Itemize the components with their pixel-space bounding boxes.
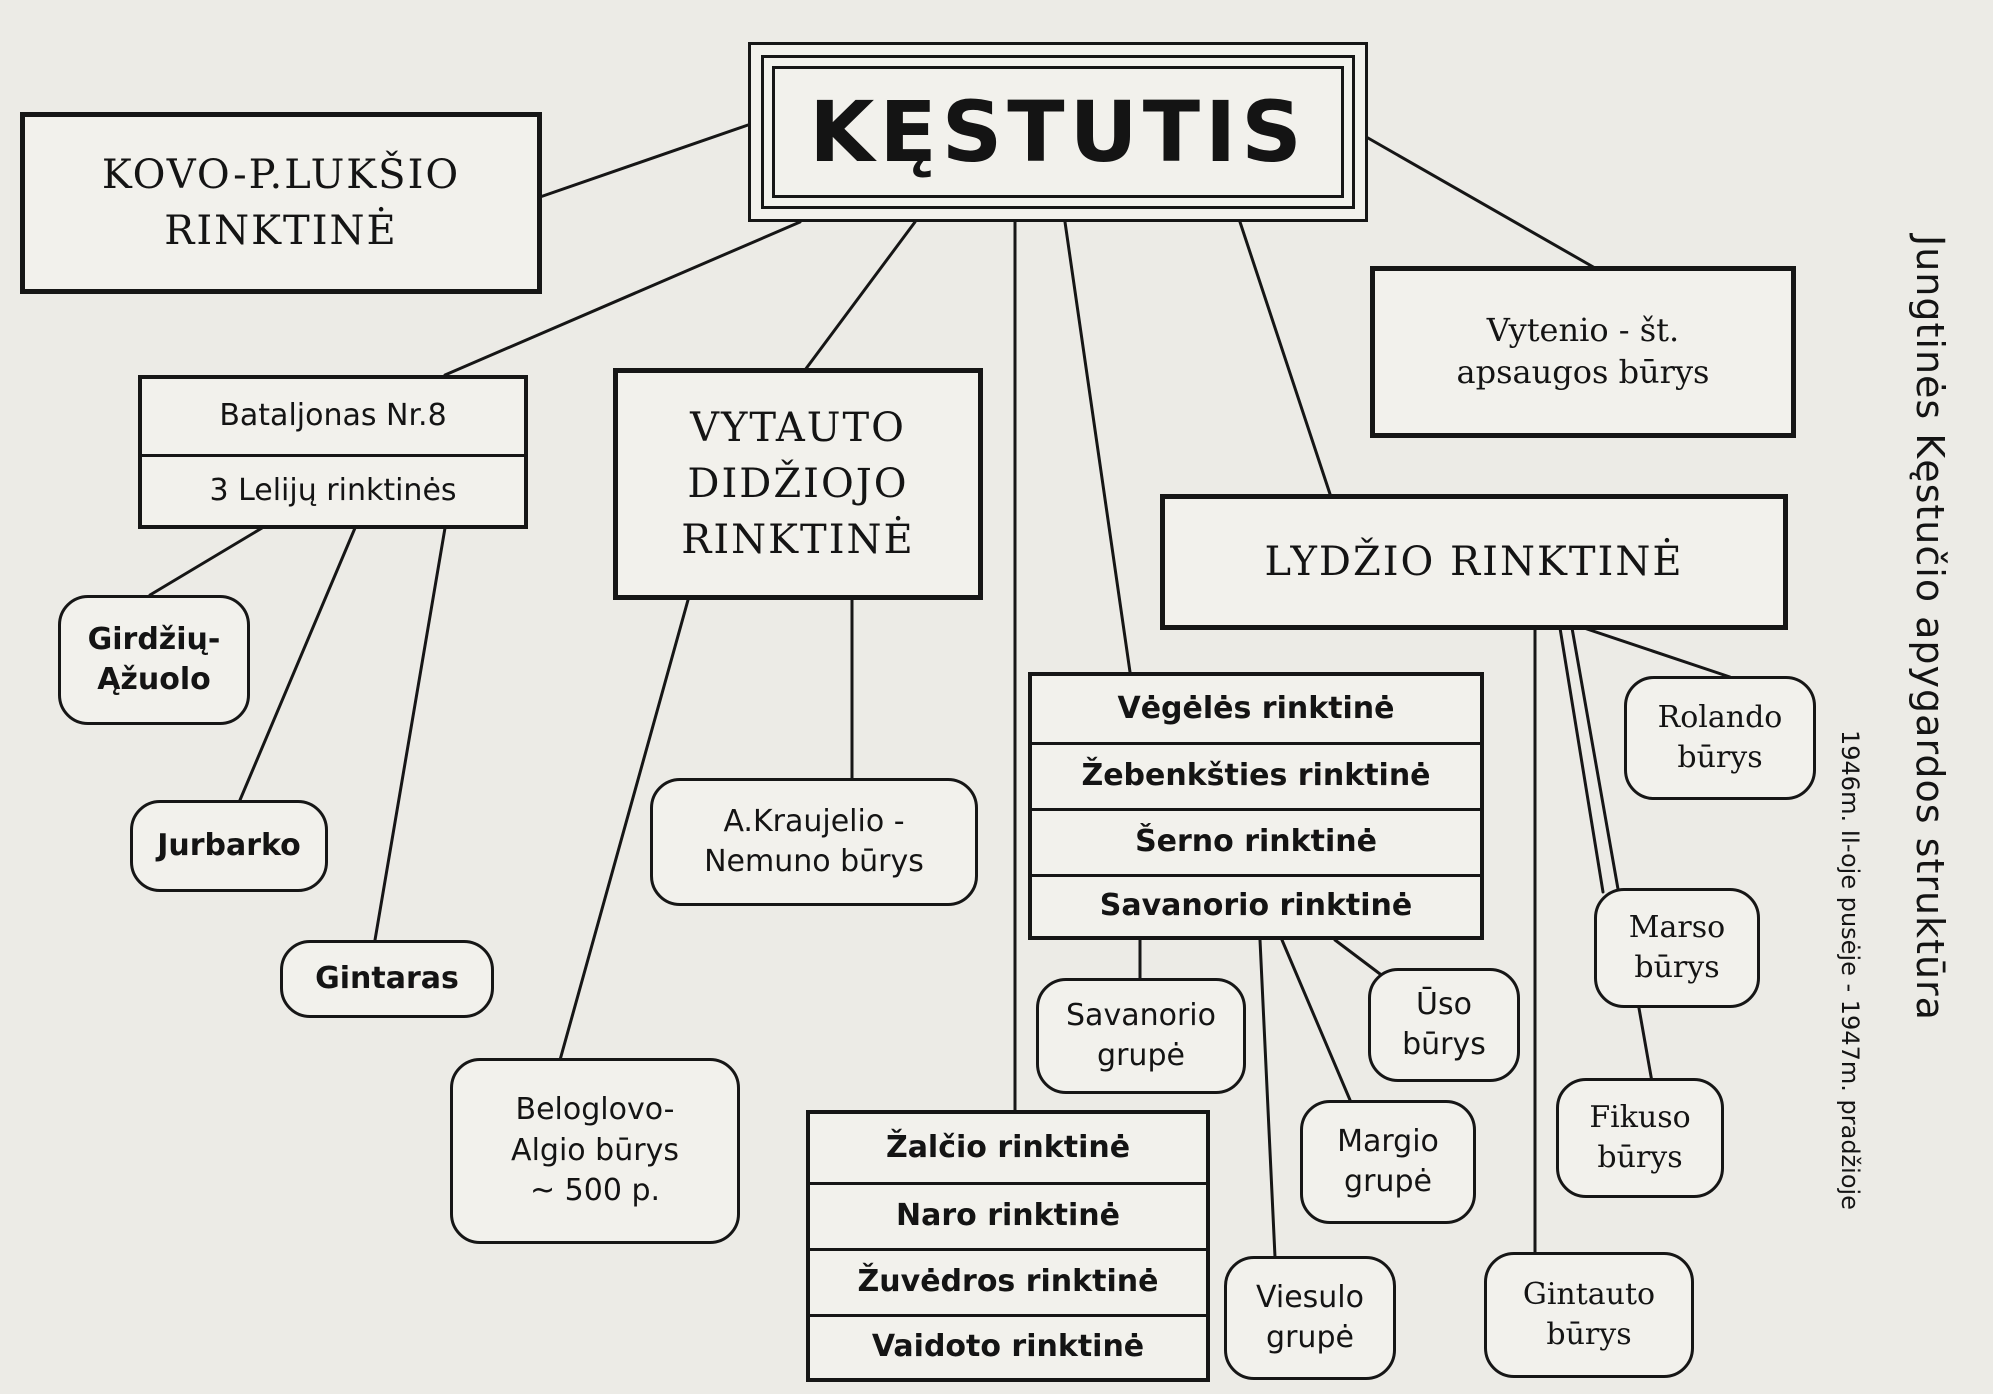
lydzio-line-1: LYDŽIO RINKTINĖ [1264, 539, 1684, 585]
savgrupe-line-2: grupė [1097, 1038, 1185, 1073]
savgrupe-line-1: Savanorio [1066, 997, 1216, 1033]
vegeles-label: Vėgėlės rinktinė [1117, 690, 1395, 726]
vegeles-group-box: Vėgėlės rinktinė Žebenkšties rinktinė Še… [1028, 672, 1484, 940]
rolando-line-1: Rolando [1657, 699, 1783, 735]
belogl-line-1: Beloglovo- [515, 1092, 675, 1128]
vytauto-line-1: VYTAUTO [690, 405, 906, 451]
savanorio-grupe-box: Savanorio grupė [1036, 978, 1246, 1094]
bataljonas-row: Bataljonas Nr.8 [142, 379, 524, 454]
kraujelio-line-2: Nemuno būrys [704, 844, 924, 879]
zebenkesties-row: Žebenkšties rinktinė [1032, 742, 1480, 808]
vytauto-line-2: DIDŽIOJO [687, 461, 909, 507]
zalcio-row: Žalčio rinktinė [810, 1114, 1206, 1182]
viesulo-line-2: grupė [1266, 1320, 1354, 1355]
kovo-pluksio-box: KOVO-P.LUKŠIO RINKTINĖ [20, 112, 542, 294]
marso-line-2: būrys [1634, 950, 1720, 985]
jurbarko-label: Jurbarko [157, 827, 301, 863]
naro-label: Naro rinktinė [896, 1198, 1120, 1234]
diagram-title: KĘSTUTIS [809, 83, 1307, 181]
gintaras-box: Gintaras [280, 940, 494, 1018]
viesulo-grupe-box: Viesulo grupė [1224, 1256, 1396, 1380]
vytauto-didziojo-box: VYTAUTO DIDŽIOJO RINKTINĖ [613, 368, 983, 600]
uso-line-1: Ūso [1416, 986, 1472, 1022]
serno-label: Šerno rinktinė [1135, 824, 1377, 860]
vegeles-row: Vėgėlės rinktinė [1032, 676, 1480, 742]
zalcio-label: Žalčio rinktinė [885, 1129, 1131, 1165]
gintaras-label: Gintaras [315, 960, 459, 996]
marso-line-1: Marso [1628, 909, 1726, 945]
viesulo-line-1: Viesulo [1256, 1279, 1364, 1315]
zuvedros-label: Žuvėdros rinktinė [857, 1264, 1159, 1300]
girdziu-azuolo-box: Girdžių- Ąžuolo [58, 595, 250, 725]
zebenkesties-label: Žebenkšties rinktinė [1081, 758, 1431, 794]
title-frame-core: KĘSTUTIS [772, 66, 1344, 198]
fikuso-line-1: Fikuso [1589, 1099, 1691, 1135]
side-period: 1946m. II-oje pusėje - 1947m. pradžioje [1836, 730, 1864, 1210]
kovo-line-2: RINKTINĖ [164, 208, 398, 254]
vaidoto-label: Vaidoto rinktinė [871, 1329, 1145, 1365]
vytenio-line-1: Vytenio - št. [1486, 311, 1680, 350]
gintauto-line-2: būrys [1546, 1317, 1632, 1352]
belogl-line-2: Algio būrys [511, 1132, 679, 1168]
margio-line-1: Margio [1337, 1123, 1439, 1159]
fikuso-burys-box: Fikuso būrys [1556, 1078, 1724, 1198]
girdziu-line-2: Ąžuolo [97, 662, 211, 697]
kraujelio-box: A.Kraujelio - Nemuno būrys [650, 778, 978, 906]
bataljonas-label: Bataljonas Nr.8 [219, 398, 447, 434]
gintauto-line-1: Gintauto [1522, 1276, 1656, 1312]
rolando-burys-box: Rolando būrys [1624, 676, 1816, 800]
title-frame-inner: KĘSTUTIS [761, 55, 1355, 209]
lydzio-box: LYDŽIO RINKTINĖ [1160, 494, 1788, 630]
vytauto-line-3: RINKTINĖ [681, 517, 915, 563]
serno-row: Šerno rinktinė [1032, 808, 1480, 874]
savanorio-rinktine-row: Savanorio rinktinė [1032, 874, 1480, 935]
beloglovo-algio-box: Beloglovo- Algio būrys ~ 500 p. [450, 1058, 740, 1244]
zalcio-group-box: Žalčio rinktinė Naro rinktinė Žuvėdros r… [806, 1110, 1210, 1382]
vytenio-line-2: apsaugos būrys [1456, 353, 1710, 391]
bataljonas-box: Bataljonas Nr.8 3 Lelijų rinktinės [138, 375, 528, 529]
side-title: Jungtinės Kęstučio apygardos struktūra [1908, 235, 1952, 1021]
margio-grupe-box: Margio grupė [1300, 1100, 1476, 1224]
gintauto-burys-box: Gintauto būrys [1484, 1252, 1694, 1378]
vaidoto-row: Vaidoto rinktinė [810, 1314, 1206, 1378]
belogl-line-3: ~ 500 p. [529, 1173, 661, 1209]
rolando-line-2: būrys [1677, 740, 1763, 775]
zuvedros-row: Žuvėdros rinktinė [810, 1248, 1206, 1314]
lelijos-row: 3 Lelijų rinktinės [142, 454, 524, 525]
kovo-line-1: KOVO-P.LUKŠIO [101, 152, 461, 198]
kestutis-title-box: KĘSTUTIS [748, 42, 1368, 222]
girdziu-line-1: Girdžių- [87, 621, 221, 657]
kraujelio-line-1: A.Kraujelio - [723, 803, 905, 839]
fikuso-line-2: būrys [1597, 1140, 1683, 1175]
uso-burys-box: Ūso būrys [1368, 968, 1520, 1082]
marso-burys-box: Marso būrys [1594, 888, 1760, 1008]
lelijos-label: 3 Lelijų rinktinės [209, 472, 457, 508]
margio-line-2: grupė [1344, 1164, 1432, 1199]
naro-row: Naro rinktinė [810, 1182, 1206, 1248]
jurbarko-box: Jurbarko [130, 800, 328, 892]
vytenio-box: Vytenio - št. apsaugos būrys [1370, 266, 1796, 438]
savanorio-rinktine-label: Savanorio rinktinė [1099, 887, 1413, 923]
uso-line-2: būrys [1402, 1027, 1486, 1062]
